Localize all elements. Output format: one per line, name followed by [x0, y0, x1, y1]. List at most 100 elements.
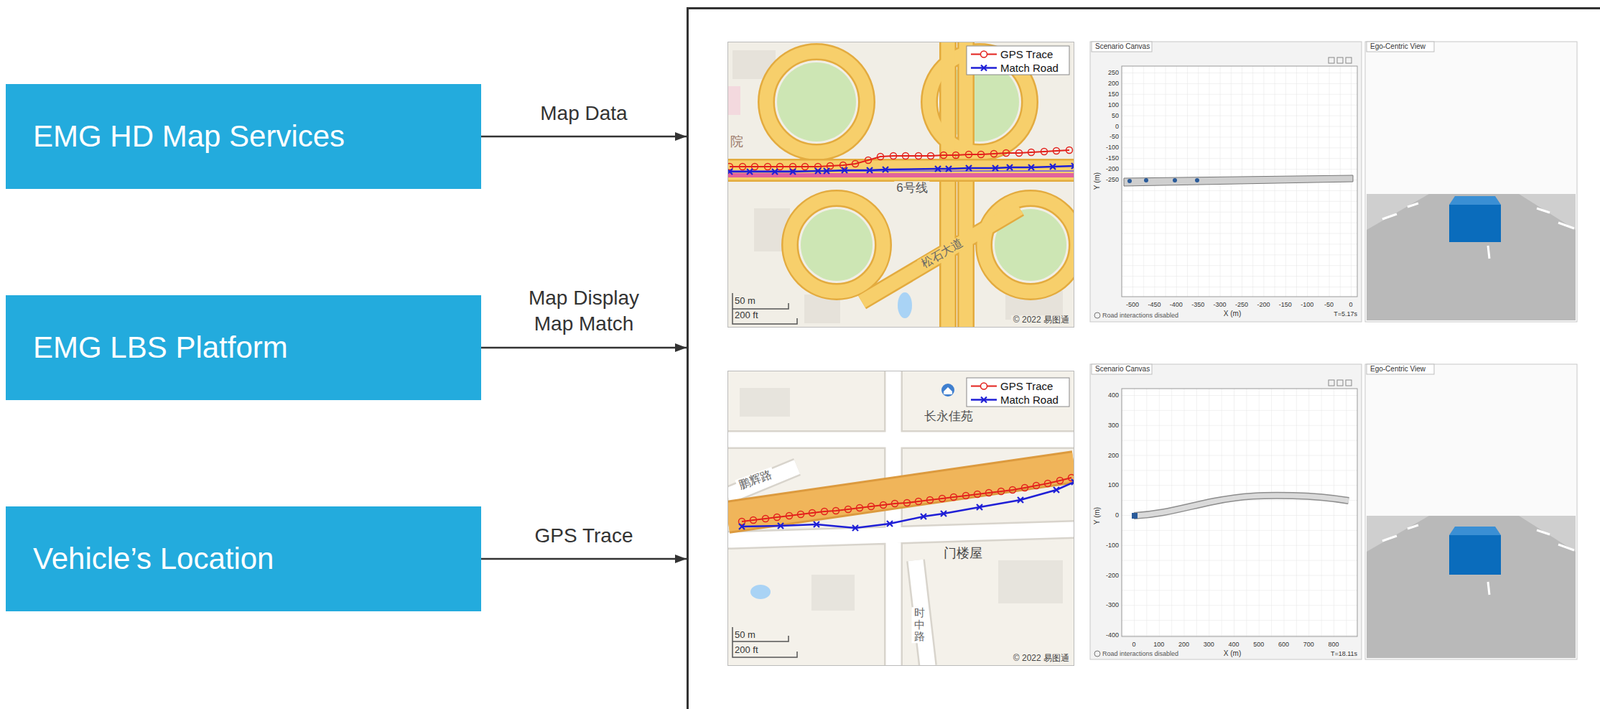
- map-tile: [777, 62, 857, 142]
- map-tile: [766, 51, 867, 153]
- scenario-canvas: [1345, 57, 1352, 64]
- map-tile: [789, 198, 884, 292]
- scenario-canvas: [1090, 41, 1362, 322]
- axis-tick: 400: [1228, 640, 1239, 648]
- scenario-canvas: [1127, 178, 1132, 184]
- process-box: EMG LBS Platform: [5, 295, 482, 400]
- scenario-canvas: [1121, 66, 1358, 297]
- legend-marker: [980, 50, 988, 58]
- axis-title: Y (m): [1092, 172, 1102, 190]
- status-text: Road interactions disabled: [1102, 311, 1179, 319]
- map-tile: [727, 160, 1075, 181]
- scale-bar: [732, 626, 798, 658]
- scenario-canvas: [1121, 66, 1358, 297]
- ego-view: [1366, 515, 1576, 658]
- axis-tick: 0: [1348, 300, 1353, 309]
- match-road: [741, 481, 1075, 528]
- axis-tick: -200: [1256, 300, 1270, 309]
- scenario-canvas: [1090, 364, 1362, 660]
- node-label: EMG HD Map Services: [33, 119, 345, 154]
- legend-text: GPS Trace: [1000, 48, 1053, 61]
- scenario-canvas: [1094, 312, 1101, 319]
- map-label: 时中路: [912, 606, 928, 643]
- road: [1133, 495, 1349, 516]
- process-box: Vehicle’s Location: [5, 506, 482, 612]
- scenario-canvas: [1091, 41, 1152, 52]
- axis-tick: 400: [1108, 391, 1119, 399]
- ego-view: [1365, 364, 1578, 660]
- legend-marker: [980, 64, 987, 71]
- ego-view: [1365, 41, 1578, 322]
- scenario-canvas: [1328, 379, 1335, 386]
- axis-tick: 300: [1203, 640, 1215, 648]
- map-tile: [727, 370, 1075, 666]
- scenario-canvas: [1194, 178, 1200, 183]
- legend-entry: GPS Trace: [970, 48, 1053, 61]
- legend-sample: [970, 394, 997, 405]
- axis-tick: 600: [1278, 640, 1290, 648]
- axis-tick: 500: [1253, 640, 1264, 648]
- axis-tick: -100: [1300, 300, 1314, 309]
- axis-tick: 200: [1108, 450, 1119, 459]
- legend-marker: [980, 382, 988, 390]
- poi-icon: [943, 387, 953, 395]
- legend-line: [970, 384, 997, 387]
- legend-line: [970, 398, 997, 401]
- map-tile: [728, 371, 1075, 666]
- ego-view: [1366, 515, 1576, 658]
- scenario-canvas: [1091, 364, 1152, 375]
- map-tile: [727, 41, 1075, 328]
- map-tile: [727, 370, 1075, 666]
- map-tile: [811, 574, 855, 611]
- arrow-connector: [481, 557, 687, 561]
- ego-view: [1366, 41, 1435, 52]
- ego-car: [1449, 204, 1501, 243]
- map-tile: [983, 198, 1075, 292]
- map-tile: [727, 466, 1075, 518]
- legend-marker: [980, 396, 987, 403]
- scale-bar: [732, 292, 798, 324]
- axis-tick: 700: [1303, 640, 1315, 648]
- scale-label: 200 ft: [734, 310, 759, 322]
- scale-label: 200 ft: [734, 644, 759, 656]
- map-label: 长永佳苑: [924, 409, 974, 424]
- legend-entry: Match Road: [970, 393, 1059, 406]
- scenario-canvas: [1337, 57, 1343, 64]
- axis-tick: -150: [1105, 154, 1119, 162]
- map-tile: [861, 41, 1020, 328]
- status-text: Road interactions disabled: [1102, 649, 1179, 658]
- match-road: [729, 165, 1075, 172]
- scenario-canvas: [1121, 388, 1358, 637]
- map-tile: [800, 208, 873, 281]
- map-label: 门楼屋: [943, 545, 983, 561]
- map-tile: [728, 42, 1075, 328]
- axis-tick: -300: [1105, 601, 1119, 609]
- scenario-canvas: [1121, 388, 1358, 637]
- axis-tick: -100: [1105, 143, 1119, 151]
- map-label: 6号线: [894, 180, 930, 196]
- node-label: Vehicle’s Location: [33, 541, 274, 576]
- map-label: 鹏辉路: [734, 466, 776, 493]
- ego-car: [1449, 535, 1501, 575]
- axis-tick: 200: [1108, 79, 1119, 87]
- map-tile: [766, 51, 867, 153]
- axis-tick: -250: [1105, 175, 1119, 184]
- poi-icon: [941, 383, 955, 397]
- legend-sample: [970, 62, 997, 73]
- gps-trace: [729, 150, 1070, 167]
- tab-title: Ego-Centric View: [1370, 42, 1426, 51]
- axis-tick: 150: [1108, 90, 1119, 98]
- axis-tick: -50: [1109, 132, 1119, 141]
- ego-view: [1366, 364, 1435, 375]
- road: [1123, 175, 1353, 186]
- map-tile: [766, 41, 1075, 328]
- ego-car: [1449, 196, 1501, 205]
- axis-tick: -150: [1278, 300, 1292, 309]
- axis-tick: -250: [1235, 300, 1249, 309]
- map-tile: [739, 387, 790, 417]
- content-frame: [686, 7, 1600, 709]
